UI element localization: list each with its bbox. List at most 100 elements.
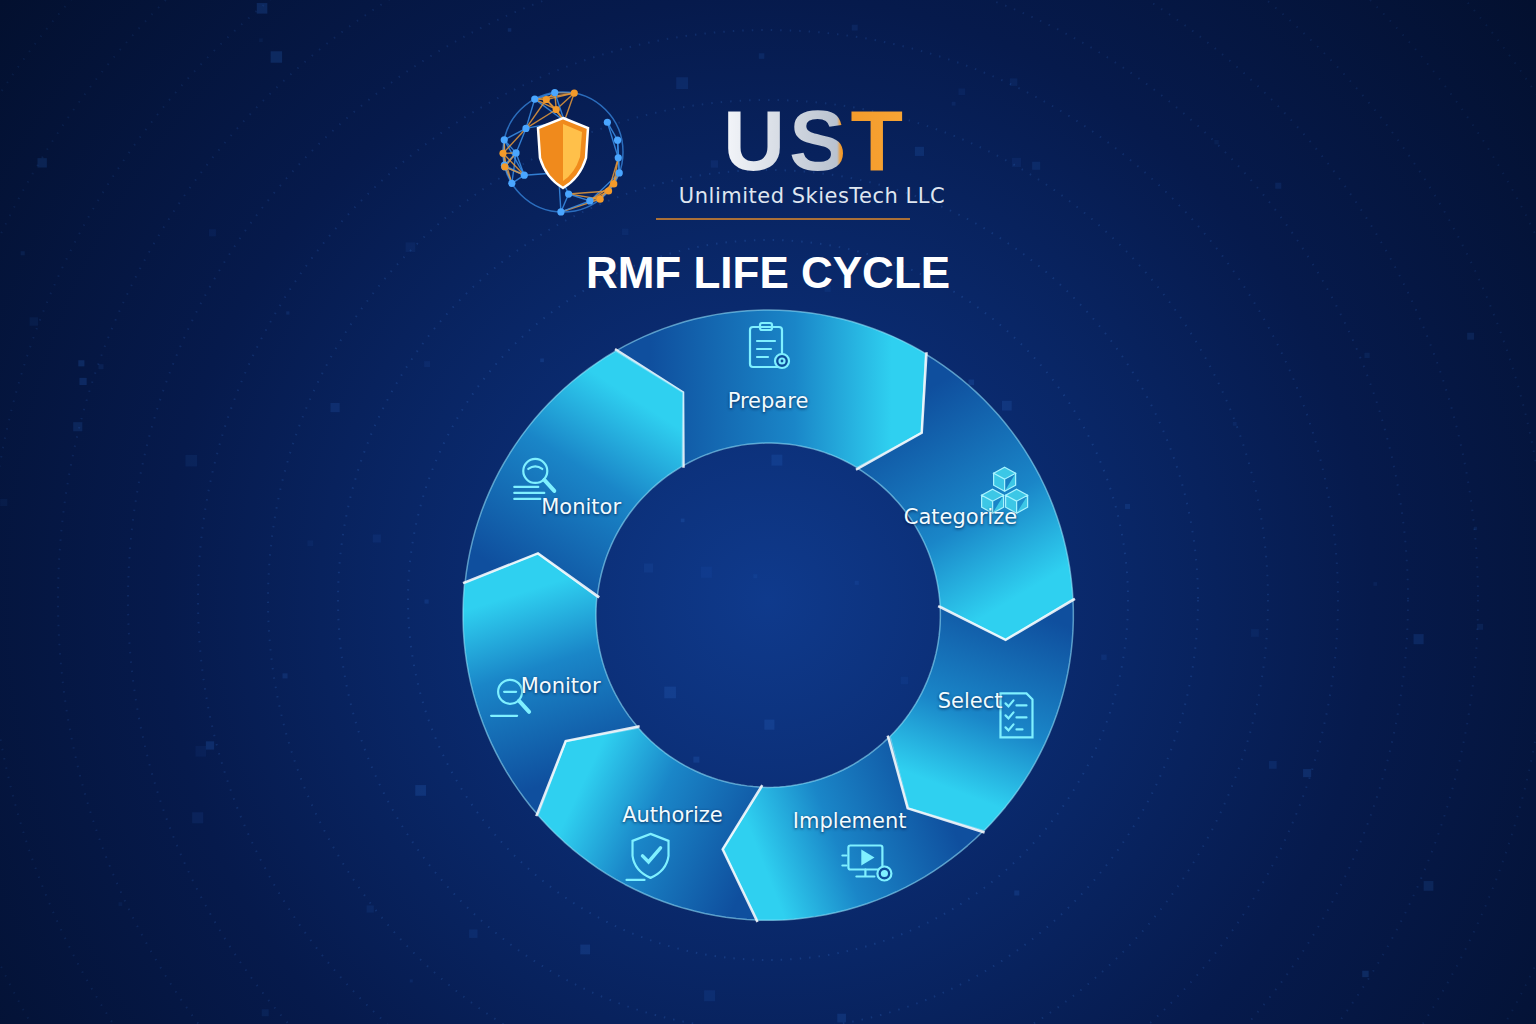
bg-square [415,785,426,796]
arrow-outline [462,348,686,600]
arrow-shape [722,737,983,920]
network-node [571,89,578,96]
bg-square [1010,78,1017,85]
bg-square [1303,769,1311,777]
chevron-edge [463,553,599,597]
bg-square [73,422,82,431]
bg-square [704,990,715,1001]
cubes-icon [982,467,1028,513]
bg-square [282,673,287,678]
bg-square [759,53,765,59]
bg-square [424,361,430,367]
bg-square [367,905,374,912]
cycle-step-arrow: Authorize [535,725,765,923]
chevron-edge [722,785,762,922]
network-node [614,137,621,144]
bg-square [469,929,477,937]
network-link [526,99,546,128]
bg-square [373,534,381,542]
bg-square [855,581,859,585]
network-node [553,106,560,113]
bg-square [78,360,84,366]
bg-square [424,599,428,603]
bg-square [192,812,203,823]
network-link [516,128,526,152]
bg-square [1275,183,1281,189]
bg-square [1269,761,1277,769]
chevron-edge [938,599,1075,640]
bg-square [406,242,416,252]
cycle-step-arrow: Select [887,596,1076,834]
bg-square [286,311,289,314]
bg-square [693,757,699,763]
network-node [501,136,508,143]
step-label: Implement [793,809,907,833]
bg-square [676,77,688,89]
network-node [512,149,519,156]
bg-square [837,1014,846,1023]
bg-square [1467,333,1474,340]
cycle-step-arrow: Monitor [460,550,641,818]
bg-square [1014,890,1019,895]
network-node [551,89,558,96]
bg-square [1101,655,1106,660]
arrow-shape [465,351,683,597]
step-label: Monitor [521,674,601,698]
bg-square [508,28,512,32]
bg-square [1362,971,1368,977]
bg-square [1364,353,1369,358]
logo-underline [656,218,910,220]
arrow-shape [463,553,638,815]
network-node [508,180,515,187]
bg-square [1012,158,1021,167]
dot-ring [338,170,1198,1024]
arrow-outline [887,596,1076,834]
bg-square [701,567,712,578]
bg-square [580,945,590,955]
globe-outline [503,92,623,212]
bg-square [21,251,25,255]
bg-square [664,687,676,699]
bg-square [79,378,86,385]
network-node [586,197,593,204]
step-label: Authorize [622,803,722,827]
network-node [597,196,604,203]
network-node [557,208,564,215]
network-node [499,150,506,157]
arrow-shape [857,354,1073,640]
bg-square [262,1009,269,1016]
chevron-edge [536,727,639,817]
network-node [543,96,550,103]
dot-ring [268,100,1268,1024]
arrow-outline [854,351,1076,643]
step-label: Monitor [541,495,621,519]
step-label: Prepare [728,389,809,413]
bg-square [1373,582,1377,586]
network-node [610,180,617,187]
bg-square [330,403,339,412]
bg-square [209,229,216,236]
bg-square [711,160,718,167]
bg-square [852,25,858,31]
bg-square [968,380,974,386]
bg-square [1414,634,1424,644]
bg-square [1474,527,1477,530]
dot-ring [128,0,1408,1024]
bg-square [1424,881,1434,891]
bg-square [0,499,7,506]
bg-square [307,540,313,546]
bg-square [644,564,653,573]
bg-square [410,979,413,982]
network-node [522,125,529,132]
dot-ring [198,30,1338,1024]
network-node [501,163,508,170]
diagram-title: RMF LIFE CYCLE [586,248,950,298]
bg-square [30,317,39,326]
bg-square [915,147,924,156]
bg-square [271,51,282,62]
bg-square [1214,140,1218,144]
network-node [604,119,611,126]
